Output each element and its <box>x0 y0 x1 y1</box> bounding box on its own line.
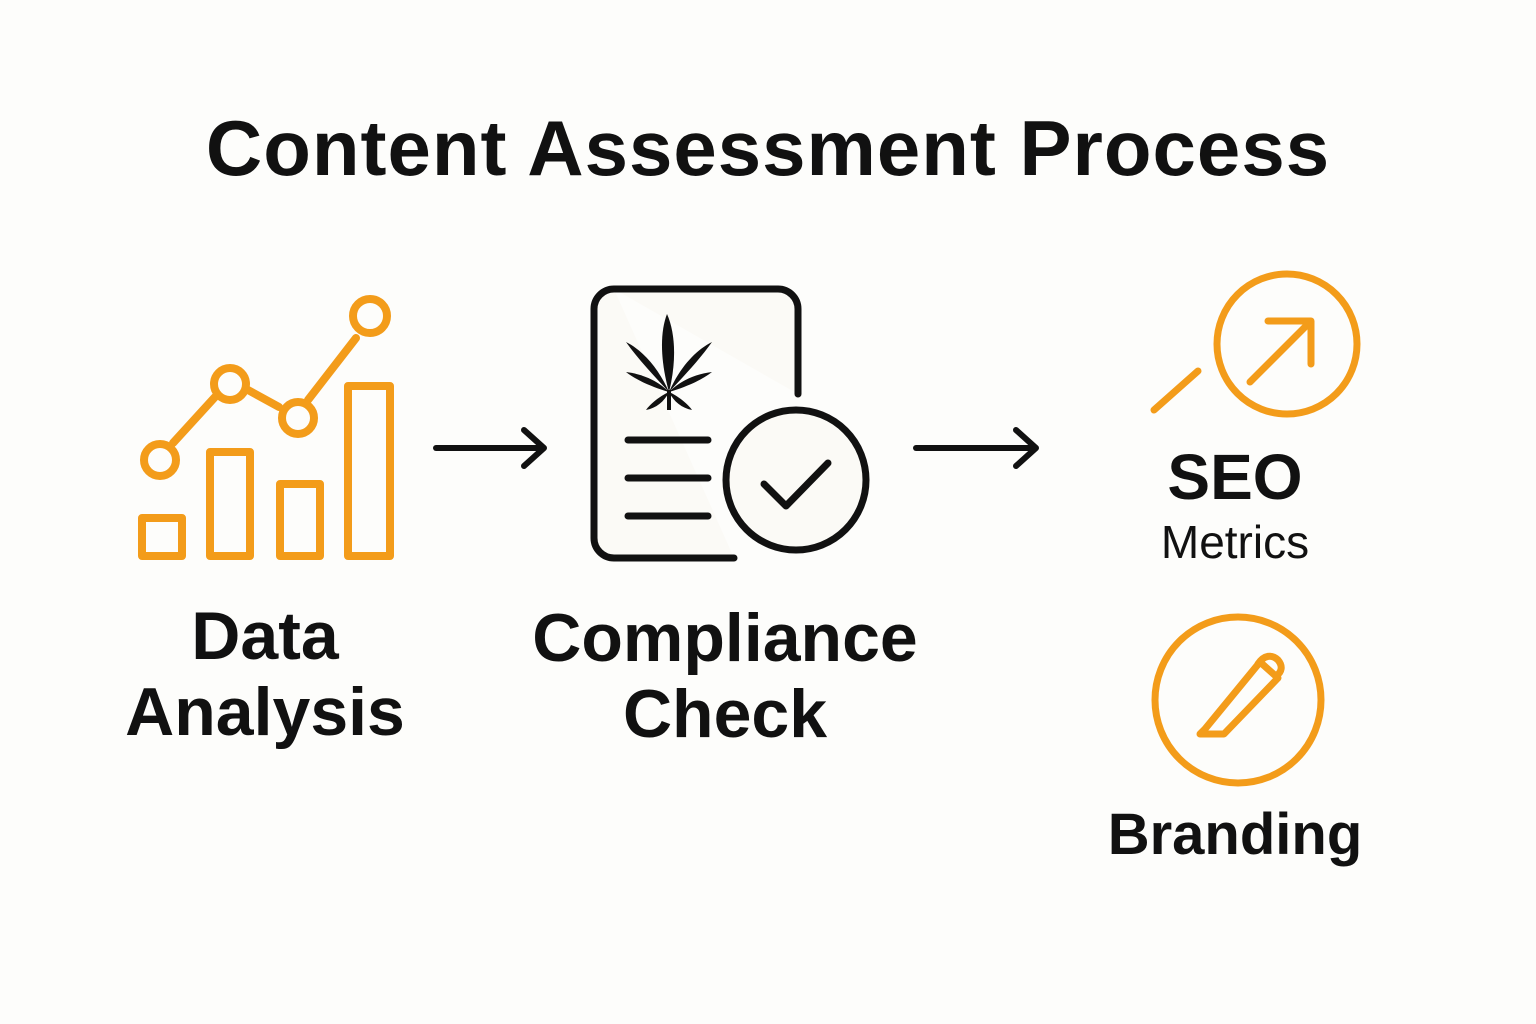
data-analysis-label-line1: Data <box>191 598 339 674</box>
data-analysis-step <box>120 280 420 580</box>
pencil-circle-icon <box>1151 613 1325 787</box>
compliance-check-label-line1: Compliance <box>532 600 918 676</box>
seo-title: SEO <box>1167 441 1303 513</box>
compliance-check-label: Compliance Check <box>520 600 930 752</box>
branding-label: Branding <box>1107 802 1363 867</box>
bar-line-chart-icon <box>138 295 394 560</box>
arrow-right-icon <box>913 427 1039 469</box>
data-analysis-label-line2: Analysis <box>125 674 405 750</box>
compliance-check-step <box>580 280 880 570</box>
compliance-check-label-line2: Check <box>622 676 828 752</box>
connector-arrow-1 <box>430 420 560 476</box>
seo-metrics-outcome <box>1140 265 1380 425</box>
cannabis-leaf-icon <box>626 314 712 410</box>
trend-arrow-circle-icon <box>1150 270 1361 418</box>
branding-outcome <box>1150 612 1330 792</box>
seo-subtitle: Metrics <box>1160 516 1310 568</box>
arrow-right-icon <box>433 427 547 469</box>
data-analysis-label: Data Analysis <box>100 598 430 750</box>
diagram-title: Content Assessment Process <box>205 104 1331 192</box>
connector-arrow-2 <box>910 420 1050 476</box>
document-checkmark-icon <box>590 285 870 562</box>
